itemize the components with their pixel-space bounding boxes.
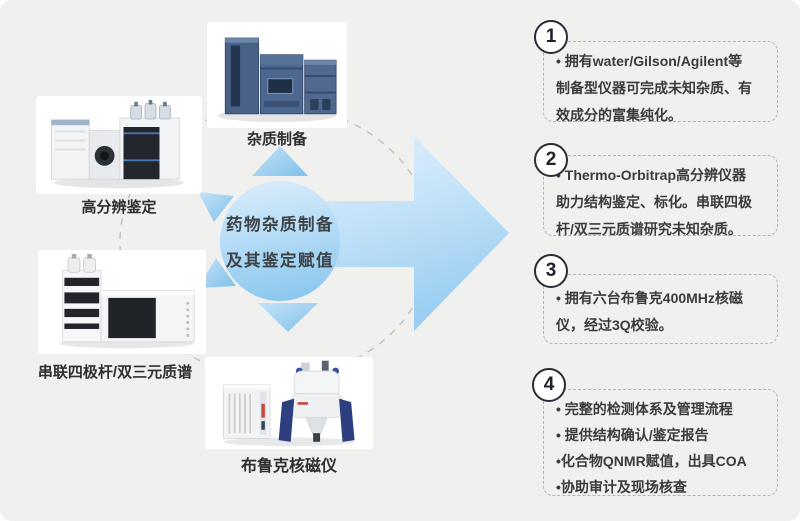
triangle-up-icon <box>252 146 308 176</box>
big-right-arrow <box>281 136 509 331</box>
point-4-line: • 提供结构确认/鉴定报告 <box>556 427 709 443</box>
point-2-box: • Thermo-Orbitrap高分辨仪器 助力结构鉴定、标化。串联四极 杆/… <box>543 155 778 237</box>
point-2-line: • Thermo-Orbitrap高分辨仪器 <box>556 167 747 183</box>
tandem-quad-ms-image <box>58 254 195 349</box>
point-4-box: • 完整的检测体系及管理流程 • 提供结构确认/鉴定报告 •化合物QNMR赋值，… <box>543 389 778 496</box>
high-res-photo-card <box>36 96 202 194</box>
triangle-upper-left-icon <box>198 192 234 222</box>
bruker-nmr-photo-card <box>205 357 373 449</box>
center-topic-line2: 及其鉴定赋值 <box>226 252 334 270</box>
point-4-number: 4 <box>532 368 566 402</box>
center-topic-line1: 药物杂质制备 <box>226 216 334 234</box>
tandem-quad-label: 串联四极杆/双三元质谱 <box>37 364 193 381</box>
point-1-line: • 拥有water/Gilson/Agilent等 <box>556 53 743 69</box>
point-2-line: 杆/双三元质谱研究未知杂质。 <box>556 221 742 237</box>
hplc-system-image <box>217 37 337 123</box>
point-4-line: •化合物QNMR赋值，出具COA <box>556 453 747 469</box>
point-1-box: • 拥有water/Gilson/Agilent等 制备型仪器可完成未知杂质、有… <box>543 41 778 123</box>
point-1-line: 制备型仪器可完成未知杂质、有 <box>556 80 752 96</box>
bruker-nmr-label: 布鲁克核磁仪 <box>240 458 337 475</box>
center-topic-circle: 药物杂质制备 及其鉴定赋值 <box>220 181 340 301</box>
point-3-box: • 拥有六台布鲁克400MHz核磁 仪，经过3Q校验。 <box>543 274 778 344</box>
triangle-down-icon <box>258 303 318 332</box>
point-4-line: •协助审计及现场核查 <box>556 479 687 495</box>
triangle-lower-left-icon <box>198 258 236 288</box>
impurity-prep-label: 杂质制备 <box>246 131 307 148</box>
point-3-line: • 拥有六台布鲁克400MHz核磁 <box>556 290 743 306</box>
point-2-line: 助力结构鉴定、标化。串联四极 <box>556 194 752 210</box>
impurity-prep-photo-card <box>207 22 347 128</box>
nmr-magnet-image <box>223 360 355 447</box>
high-res-label: 高分辨鉴定 <box>81 199 157 216</box>
point-1-number: 1 <box>534 20 568 54</box>
point-3-number: 3 <box>534 254 568 288</box>
point-2-number: 2 <box>534 143 568 177</box>
point-3-line: 仪，经过3Q校验。 <box>556 317 673 333</box>
orbitrap-ms-image <box>51 100 184 189</box>
point-4-line: • 完整的检测体系及管理流程 <box>556 401 733 417</box>
point-1-line: 效成分的富集纯化。 <box>556 107 682 123</box>
tandem-quad-photo-card <box>38 250 206 354</box>
